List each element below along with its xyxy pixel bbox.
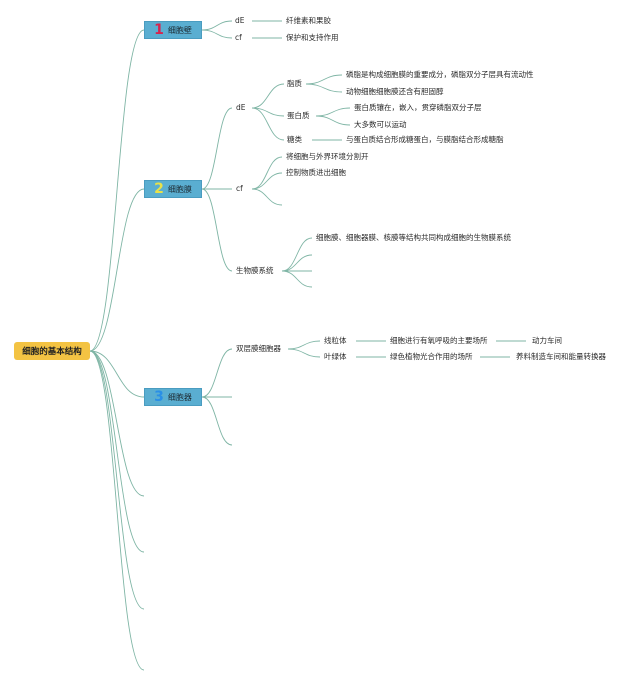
topic-label: 细胞膜: [167, 184, 192, 194]
connector-line: [281, 254, 313, 272]
connector-line: [315, 115, 351, 126]
membrane-de-label: dE: [236, 103, 246, 112]
connector-line: [281, 270, 313, 288]
connector-line: [201, 107, 233, 190]
protein-item: 蛋白质镶在，嵌入，贯穿磷脂双分子层: [354, 103, 482, 112]
wall-cf-value: 保护和支持作用: [286, 33, 339, 42]
organelle-desc: 细胞进行有氧呼吸的主要场所: [390, 336, 488, 345]
connector-line: [201, 396, 233, 446]
root-branch-line: [89, 350, 145, 610]
connector-line: [305, 74, 343, 85]
double-membrane-label: 双层膜细胞器: [236, 344, 281, 353]
organelle-desc: 绿色植物光合作用的场所: [390, 352, 473, 361]
root-branch-line: [89, 350, 145, 553]
connector-line: [251, 172, 283, 190]
root-branch-line: [89, 350, 145, 398]
membrane-cf-item: 将细胞与外界环境分割开: [286, 152, 369, 161]
connector-line: [281, 237, 313, 272]
topic-number: 1: [154, 22, 164, 38]
root-branch-line: [89, 188, 145, 352]
wall-de-label: dE: [235, 16, 245, 25]
lipid-label: 脂质: [287, 79, 302, 88]
wall-cf-label: cf: [235, 33, 242, 42]
connector-line: [201, 20, 233, 31]
topic-number: 3: [154, 389, 164, 405]
connector-line: [287, 348, 321, 358]
topic-cell-membrane[interactable]: 2 细胞膜: [144, 180, 202, 198]
connector-line: [251, 107, 285, 141]
wall-de-value: 纤维素和果胶: [286, 16, 331, 25]
topic-label: 细胞器: [167, 392, 192, 402]
connector-line: [251, 156, 283, 190]
connector-line: [201, 188, 233, 272]
sugar-label: 糖类: [287, 135, 302, 144]
connector-line: [287, 340, 321, 350]
root-node[interactable]: 细胞的基本结构: [14, 342, 90, 360]
topic-organelle[interactable]: 3 细胞器: [144, 388, 202, 406]
connector-line: [305, 83, 343, 93]
biosystem-label: 生物膜系统: [236, 266, 274, 275]
topic-cell-wall[interactable]: 1 细胞壁: [144, 21, 202, 39]
organelle-name: 叶绿体: [324, 352, 347, 361]
protein-label: 蛋白质: [287, 111, 310, 120]
connector-line: [251, 188, 283, 206]
connector-line: [251, 83, 285, 109]
lipid-item: 动物细胞细胞膜还含有胆固醇: [346, 87, 444, 96]
sugar-value: 与蛋白质结合形成糖蛋白，与膜脂结合形成糖脂: [346, 135, 504, 144]
protein-item: 大多数可以运动: [354, 120, 407, 129]
connector-line: [315, 107, 351, 117]
biosystem-item: 细胞膜、细胞器膜、核膜等结构共同构成细胞的生物膜系统: [316, 233, 511, 242]
root-branch-line: [89, 350, 145, 671]
topic-label: 细胞壁: [167, 25, 192, 35]
organelle-role: 养料制造车间和能量转换器: [516, 352, 606, 361]
organelle-role: 动力车间: [532, 336, 562, 345]
connector-line: [201, 348, 233, 398]
root-branch-line: [89, 29, 145, 352]
membrane-cf-label: cf: [236, 184, 243, 193]
topic-number: 2: [154, 181, 164, 197]
lipid-item: 磷脂是构成细胞膜的重要成分，磷脂双分子层具有流动性: [346, 70, 534, 79]
organelle-name: 线粒体: [324, 336, 347, 345]
membrane-cf-item: 控制物质进出细胞: [286, 168, 346, 177]
root-branch-line: [89, 350, 145, 497]
connector-line: [201, 29, 233, 39]
